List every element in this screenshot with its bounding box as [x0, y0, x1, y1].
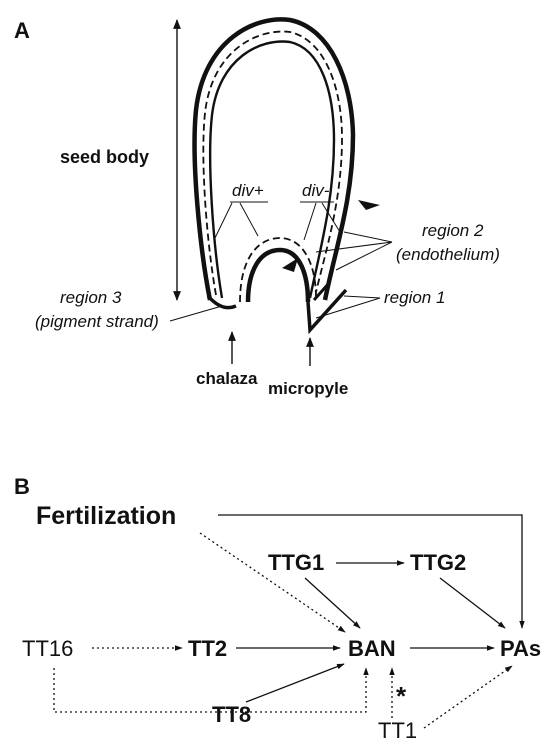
arrowhead-inner-pointer — [282, 258, 298, 272]
region3-label-line1: region 3 — [60, 288, 122, 307]
region2-leader-2 — [336, 242, 392, 270]
region2-label-line1: region 2 — [422, 221, 484, 240]
div-plus-leader-1 — [215, 203, 232, 238]
node-tt1: TT1 — [378, 718, 417, 743]
region1-leader-2 — [316, 298, 380, 318]
div-plus-label: div+ — [232, 181, 264, 200]
arrowhead-outer-pointer — [358, 200, 380, 210]
edge-fertilization-pas — [218, 515, 522, 628]
chalaza-bump — [248, 250, 308, 302]
div-minus-label: div- — [302, 181, 330, 200]
region3-label-line2: (pigment strand) — [35, 312, 159, 331]
region2-label-line2: (endothelium) — [396, 245, 500, 264]
node-tt16: TT16 — [22, 636, 73, 661]
node-tt8: TT8 — [212, 702, 251, 727]
node-ttg2: TTG2 — [410, 550, 466, 575]
asterisk-mark: * — [396, 681, 407, 711]
node-fertilization: Fertilization — [36, 502, 176, 530]
micropyle-label: micropyle — [268, 379, 348, 398]
div-plus-leader-2 — [240, 203, 258, 236]
div-minus-leader-1 — [304, 203, 316, 240]
node-pas: PAs — [500, 636, 541, 661]
node-ttg1: TTG1 — [268, 550, 324, 575]
edge-fertilization-ban — [200, 533, 345, 632]
panel-a-label: A — [14, 18, 30, 43]
edge-ttg2-pas — [440, 578, 505, 628]
edge-tt1-pas — [424, 666, 512, 728]
edge-tt8-ban — [246, 664, 344, 702]
seed-body-label: seed body — [60, 147, 149, 167]
region2-leader-3 — [344, 232, 392, 242]
edge-ttg1-ban — [305, 578, 360, 628]
region1-label: region 1 — [384, 288, 445, 307]
region1-leader-1 — [344, 296, 380, 298]
node-ban: BAN — [348, 636, 396, 661]
chalaza-label: chalaza — [196, 369, 258, 388]
node-tt2: TT2 — [188, 636, 227, 661]
panel-b-label: B — [14, 474, 30, 499]
edge-tt16-ban — [54, 668, 366, 712]
inner-integument-line — [210, 42, 334, 298]
outer-integument-outline — [195, 19, 353, 300]
region3-leader — [170, 306, 222, 321]
